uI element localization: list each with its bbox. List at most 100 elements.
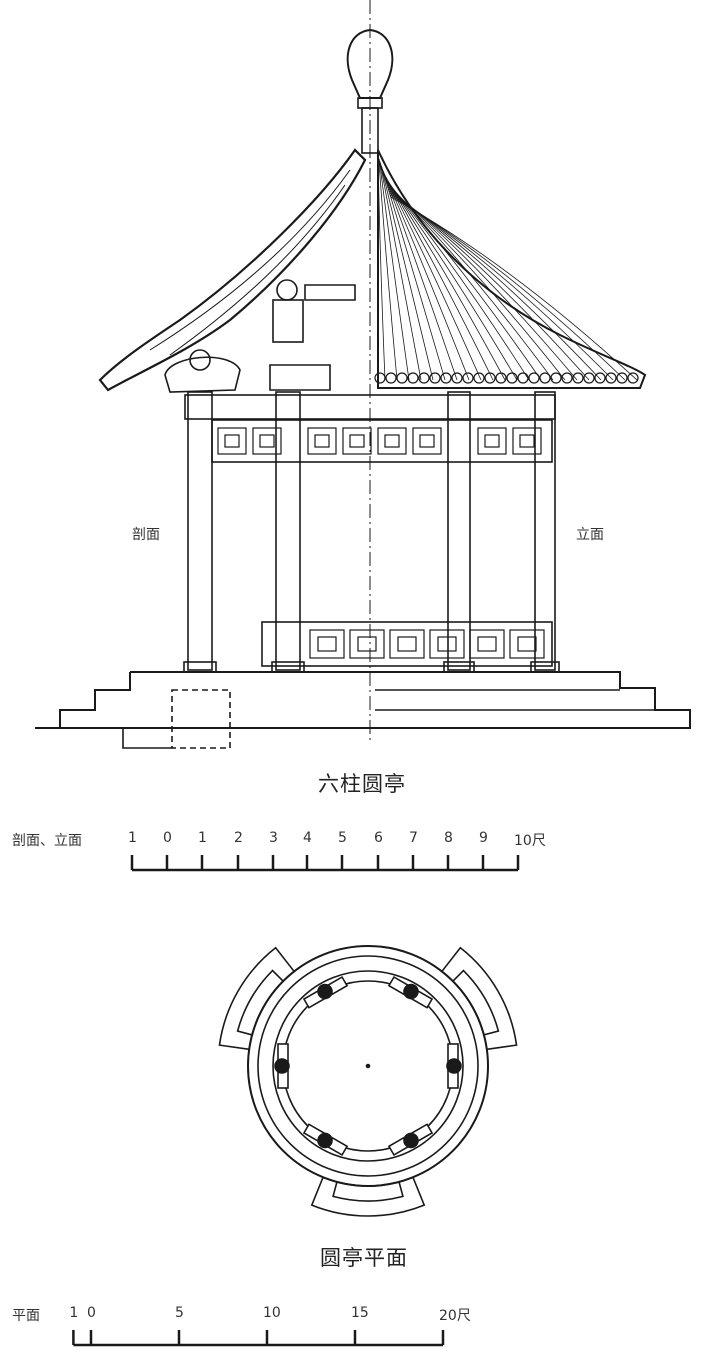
plan-column (302, 975, 349, 1009)
eave-tile (462, 372, 474, 384)
eave-tile (561, 372, 573, 384)
lattice-inner (349, 434, 365, 448)
lattice-panel (512, 427, 542, 455)
lattice-panel (377, 427, 407, 455)
lattice-panel (217, 427, 247, 455)
roof-tile-line (378, 156, 398, 381)
railing-panel (349, 629, 385, 659)
railing-panel (429, 629, 465, 659)
plan-column-dot (317, 1132, 333, 1149)
lattice-panel (307, 427, 337, 455)
scale-tick-label: 1 (128, 830, 137, 846)
roof-tile-line (380, 162, 434, 381)
plan-step-inner (236, 969, 285, 1036)
plan-column (302, 1123, 349, 1157)
plan-step-inner (452, 969, 500, 1036)
roof-tile-line (378, 158, 410, 381)
lattice-inner (314, 434, 330, 448)
lattice-inner (519, 434, 535, 448)
scale-elevation-label: 剖面、立面 (12, 833, 82, 849)
lattice-panel (477, 427, 507, 455)
scale-tick-label: 15 (351, 1305, 369, 1321)
lattice-inner (484, 434, 500, 448)
scale-tick-label: 0 (87, 1305, 96, 1321)
eave-tile (528, 372, 540, 384)
lattice-inner (384, 434, 400, 448)
eave-tile (572, 372, 584, 384)
plan-column-dot (274, 1058, 290, 1074)
plan-step-inner (332, 1180, 404, 1202)
railing-inner (477, 636, 497, 652)
railing-panel (389, 629, 425, 659)
scale-tick-label: 7 (409, 830, 418, 846)
plan-column-dot (403, 1132, 419, 1149)
roof-tile-line (379, 160, 422, 381)
eave-tile (550, 372, 562, 384)
eave-tile (627, 372, 639, 384)
scale-tick-label: 1 (69, 1305, 79, 1321)
eave-tile (429, 372, 441, 384)
railing-inner (397, 636, 417, 652)
plan-step-outer (218, 946, 296, 1051)
roof-tile-line (382, 170, 482, 381)
scale-tick-label: 5 (338, 830, 347, 846)
eave-tile (440, 372, 452, 384)
column (534, 391, 556, 671)
eave-tile (583, 372, 595, 384)
column (187, 391, 213, 671)
lattice-panel (412, 427, 442, 455)
plan-title: 圆亭平面 (320, 1246, 408, 1270)
pavilion-elevation (35, 0, 691, 749)
eave-tile (473, 372, 485, 384)
eave-tile (605, 372, 617, 384)
lattice-inner (419, 434, 435, 448)
plan-column (274, 1043, 290, 1089)
scale-tick-label: 10尺 (514, 833, 546, 849)
plan-column (387, 1123, 434, 1157)
eave-tile (506, 372, 518, 384)
lattice-inner (224, 434, 240, 448)
lattice-panel (342, 427, 372, 455)
eave-tile (374, 372, 386, 384)
plan-column (387, 975, 434, 1009)
scale-tick-label: 9 (479, 830, 488, 846)
railing (261, 621, 553, 667)
railing-panel (309, 629, 345, 659)
finial (346, 28, 394, 99)
scale-plan-label: 平面 (12, 1308, 40, 1324)
scale-tick-label: 4 (303, 830, 312, 846)
column (447, 391, 471, 671)
eave-tile (539, 372, 551, 384)
roof-tile-line (390, 196, 638, 381)
eave-tile (385, 372, 397, 384)
plan-step-outer (310, 1176, 426, 1217)
railing-inner (317, 636, 337, 652)
roof-tile-line (377, 154, 386, 381)
scale-tick-label: 2 (234, 830, 243, 846)
scale-bar-elevation (130, 855, 520, 872)
railing-panel (509, 629, 545, 659)
railing-inner (437, 636, 457, 652)
eave-tile (517, 372, 529, 384)
scale-tick-label: 1 (198, 830, 207, 846)
roof-tile-line (381, 166, 458, 381)
plan-column (446, 1043, 462, 1089)
scale-tick-label: 3 (269, 830, 278, 846)
eave-tile (407, 372, 419, 384)
pavilion-plan (218, 945, 518, 1217)
scale-bar-plan (72, 1330, 445, 1347)
elevation-title: 六柱圆亭 (318, 772, 406, 796)
eave-tile (396, 372, 408, 384)
platform (35, 671, 691, 729)
scale-tick-label: 10 (263, 1305, 281, 1321)
railing-inner (517, 636, 537, 652)
scale-tick-label: 8 (444, 830, 453, 846)
eave-tile (616, 372, 628, 384)
scale-tick-label: 6 (374, 830, 383, 846)
roof-left (98, 148, 367, 392)
lattice-panel (252, 427, 282, 455)
plan-column-dot (403, 983, 419, 1000)
plan-step-outer (441, 946, 518, 1051)
eave-tile (484, 372, 496, 384)
eave-tile (451, 372, 463, 384)
